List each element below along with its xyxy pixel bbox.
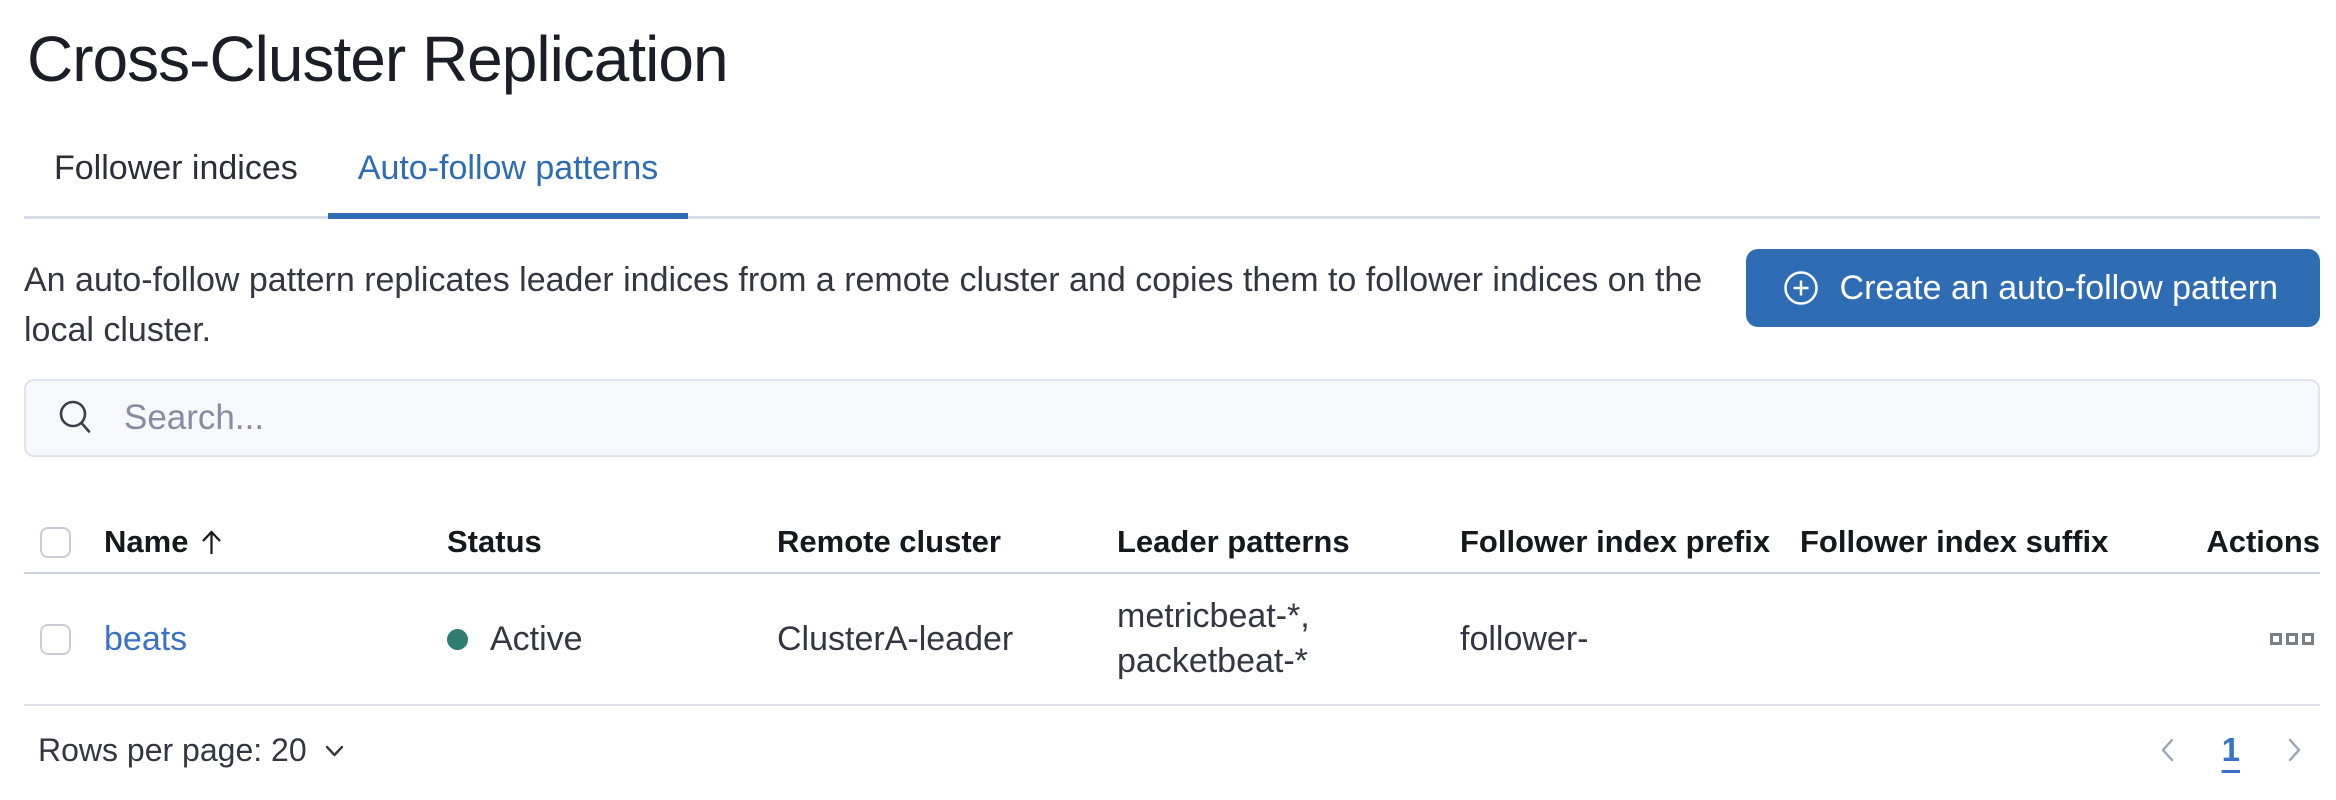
select-row-checkbox[interactable] (40, 623, 71, 655)
cell-follower-index-prefix: follower- (1460, 619, 1589, 658)
table-header-row: Name Status Remote cluster Leader patter… (24, 512, 2320, 574)
table-row: beats Active ClusterA-leader metricbeat-… (24, 574, 2320, 706)
cell-status: Active (447, 620, 777, 659)
column-header-actions: Actions (2206, 524, 2320, 559)
table-footer: Rows per page: 20 1 (24, 730, 2320, 770)
column-header-remote-cluster[interactable]: Remote cluster (777, 524, 1001, 559)
cell-leader-patterns: metricbeat-*, packetbeat-* (1117, 597, 1310, 680)
chevron-down-icon (325, 745, 343, 756)
create-auto-follow-pattern-button[interactable]: Create an auto-follow pattern (1745, 249, 2320, 327)
intro-row: An auto-follow pattern replicates leader… (24, 249, 2320, 355)
column-header-status[interactable]: Status (447, 524, 542, 559)
previous-page-button[interactable] (2148, 730, 2188, 770)
row-checkbox-cell (24, 623, 104, 655)
cell-remote-cluster: ClusterA-leader (777, 619, 1014, 658)
tab-follower-indices[interactable]: Follower indices (54, 149, 298, 187)
column-header-follower-index-suffix[interactable]: Follower index suffix (1800, 524, 2109, 559)
cell-name: beats (104, 620, 447, 659)
tab-bar: Follower indices Auto-follow patterns (24, 150, 2320, 219)
rows-per-page-label: Rows per page: 20 (38, 731, 307, 768)
next-page-button[interactable] (2274, 730, 2314, 770)
cross-cluster-replication-page: Cross-Cluster Replication Follower indic… (0, 26, 2336, 800)
search-bar (24, 379, 2320, 457)
status-label: Active (490, 619, 583, 658)
sort-ascending-arrow-icon (202, 529, 222, 554)
create-button-label: Create an auto-follow pattern (1839, 268, 2278, 307)
search-icon (59, 400, 91, 433)
plus-in-circle-icon (1783, 271, 1818, 305)
boxes-horizontal-icon (2270, 633, 2282, 645)
status-active-dot-icon (447, 628, 468, 650)
auto-follow-patterns-table: Name Status Remote cluster Leader patter… (24, 512, 2320, 706)
tab-auto-follow-patterns[interactable]: Auto-follow patterns (327, 150, 689, 219)
column-header-leader-patterns[interactable]: Leader patterns (1117, 524, 1350, 559)
column-header-follower-index-prefix[interactable]: Follower index prefix (1460, 524, 1771, 559)
chevron-right-icon (2288, 738, 2301, 762)
row-actions-button[interactable] (2264, 627, 2320, 651)
pattern-name-link[interactable]: beats (104, 619, 188, 658)
header-checkbox-cell (24, 526, 104, 558)
rows-per-page-button[interactable]: Rows per page: 20 (38, 732, 348, 769)
cell-actions (2140, 627, 2320, 651)
page-number-current[interactable]: 1 (2221, 731, 2240, 768)
chevron-left-icon (2161, 738, 2173, 762)
page-description: An auto-follow pattern replicates leader… (24, 261, 1703, 349)
column-header-name[interactable]: Name (104, 524, 447, 560)
pagination: 1 (2148, 730, 2314, 770)
search-input[interactable] (124, 398, 2294, 438)
page-title: Cross-Cluster Replication (27, 23, 729, 95)
select-all-checkbox[interactable] (40, 526, 71, 558)
